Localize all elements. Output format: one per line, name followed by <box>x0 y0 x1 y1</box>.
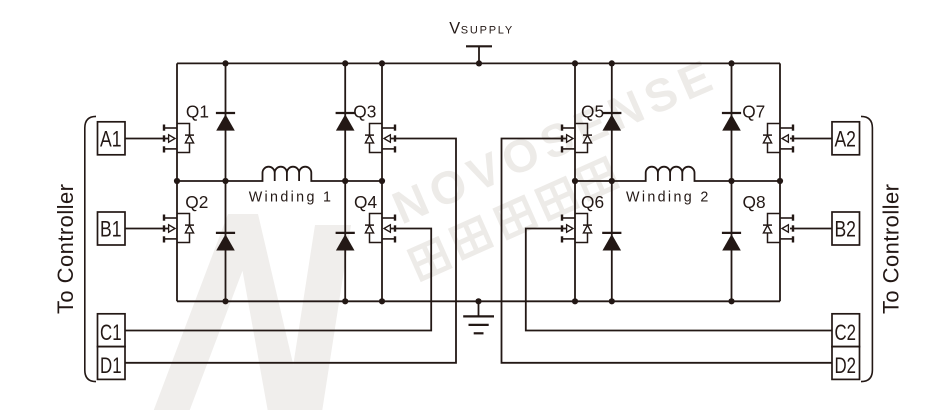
svg-text:To Controller: To Controller <box>878 184 903 314</box>
svg-text:SUPPLY: SUPPLY <box>461 25 513 37</box>
svg-text:Winding 1: Winding 1 <box>249 190 331 206</box>
svg-text:To Controller: To Controller <box>53 184 78 314</box>
svg-text:Q1: Q1 <box>186 102 209 122</box>
svg-text:Q7: Q7 <box>742 102 765 122</box>
svg-text:B2: B2 <box>834 217 856 242</box>
svg-text:Q8: Q8 <box>743 192 766 212</box>
svg-text:A1: A1 <box>100 126 122 151</box>
svg-text:Q4: Q4 <box>354 192 377 212</box>
svg-text:V: V <box>449 20 460 38</box>
svg-text:Q2: Q2 <box>185 192 208 212</box>
svg-text:A2: A2 <box>834 126 856 151</box>
svg-text:B1: B1 <box>100 217 122 242</box>
svg-text:Winding 2: Winding 2 <box>626 190 708 206</box>
svg-text:C1: C1 <box>100 320 122 345</box>
svg-text:D1: D1 <box>100 353 122 378</box>
svg-text:D2: D2 <box>834 353 856 378</box>
svg-text:Q3: Q3 <box>353 102 376 122</box>
svg-text:C2: C2 <box>834 320 856 345</box>
svg-text:Q6: Q6 <box>581 192 604 212</box>
svg-text:Q5: Q5 <box>581 102 604 122</box>
